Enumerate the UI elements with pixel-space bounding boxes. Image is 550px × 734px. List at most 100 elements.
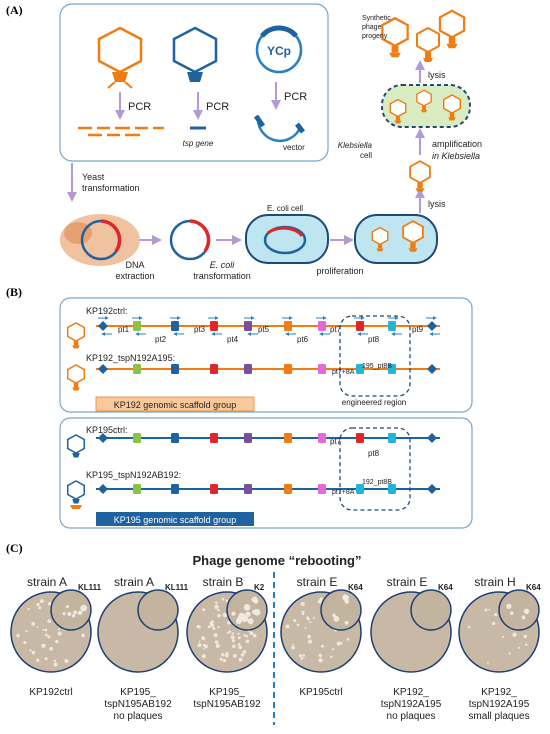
blue-phage-icon bbox=[172, 26, 218, 82]
zoom-inset bbox=[320, 589, 362, 631]
engineered-region-box-1 bbox=[339, 315, 411, 397]
vector-fragment bbox=[253, 114, 305, 143]
genome-junction-marker bbox=[318, 364, 326, 374]
lysis-label-1: lysis bbox=[428, 199, 446, 209]
genome-end-marker bbox=[427, 433, 437, 443]
zoom-inset bbox=[498, 589, 540, 631]
genome-junction-marker bbox=[284, 484, 292, 494]
kp192-pt8b: 195_pt8B bbox=[362, 363, 392, 370]
seg-pt7: pt7 bbox=[330, 325, 342, 334]
genome-junction-marker bbox=[356, 364, 364, 374]
genome-junction-marker bbox=[318, 433, 326, 443]
genome-end-marker bbox=[98, 364, 108, 374]
kp195-tsp-label: KP195_tspN192AB192: bbox=[86, 470, 181, 480]
strain-name: strain E bbox=[387, 575, 428, 589]
genome-junction-marker bbox=[388, 364, 396, 374]
kp192ctrl-phage-icon bbox=[67, 322, 85, 350]
extracted-plasmid bbox=[169, 219, 211, 261]
proliferation-label: proliferation bbox=[316, 266, 363, 276]
ecoli-cell-1 bbox=[245, 214, 329, 264]
genome-junction-marker bbox=[388, 321, 396, 331]
kp192-group-label: KP192 genomic scaffold group bbox=[114, 400, 236, 410]
strain-subscript: KL111 bbox=[78, 583, 102, 592]
genome-junction-marker bbox=[356, 484, 364, 494]
primer-arrows bbox=[98, 316, 440, 336]
strain-subscript: K64 bbox=[438, 583, 453, 592]
tsp-gene-label: tsp gene bbox=[183, 139, 214, 148]
genome-junction-marker bbox=[388, 433, 396, 443]
genome-junction-marker bbox=[318, 484, 326, 494]
genome-maps bbox=[96, 316, 440, 494]
amplification-2: in Klebsiella bbox=[432, 151, 480, 161]
genome-junction-marker bbox=[284, 364, 292, 374]
genome-junction-marker bbox=[133, 433, 141, 443]
kp192-pt7-8a: pt7+8A bbox=[332, 369, 355, 376]
seg-pt1: pt1 bbox=[118, 325, 130, 334]
kp195-pt8: pt8 bbox=[368, 449, 380, 458]
strain-name: strain H bbox=[474, 575, 515, 589]
genome-junction-marker bbox=[244, 433, 252, 443]
kp195-pt7-8a: pt7+8A bbox=[332, 489, 355, 496]
plate-caption: KP192ctrl bbox=[29, 687, 72, 698]
strain-name: strain A bbox=[27, 575, 67, 589]
kp192ctrl-segment-labels: pt1 pt2 pt3 pt4 pt5 pt6 pt7 pt8 pt9 bbox=[118, 325, 424, 344]
pcr-label-3: PCR bbox=[284, 91, 307, 103]
kp195-tsp-phage-icon bbox=[67, 480, 85, 509]
strain-name: strain B bbox=[203, 575, 244, 589]
plate-caption: KP192_ bbox=[393, 687, 429, 698]
pcr-label-1: PCR bbox=[128, 101, 151, 113]
klebsiella-cell bbox=[381, 84, 471, 128]
progeny-3: progeny bbox=[362, 33, 388, 40]
plate-caption: KP195_ bbox=[120, 687, 156, 698]
kp192-group-badge bbox=[95, 396, 255, 412]
panel-a-label: (A) bbox=[6, 3, 23, 17]
zoom-inset bbox=[137, 589, 179, 631]
genome-end-marker bbox=[427, 321, 437, 331]
engineered-region-box-2 bbox=[339, 427, 411, 511]
dna-extraction-2: extraction bbox=[115, 271, 154, 281]
plate-caption: KP192_ bbox=[481, 687, 517, 698]
ycp-label: YCp bbox=[267, 44, 291, 58]
kp192-tsp-phage-icon bbox=[67, 364, 85, 392]
klebsiella-label-1: Klebsiella bbox=[338, 141, 373, 150]
yeast-cell bbox=[60, 214, 140, 266]
strain-name: strain A bbox=[114, 575, 154, 589]
zoom-inset bbox=[410, 589, 452, 631]
engineered-region-label: engineered region bbox=[342, 398, 407, 407]
genome-junction-marker bbox=[171, 321, 179, 331]
genome-junction-marker bbox=[133, 484, 141, 494]
genome-junction-marker bbox=[210, 484, 218, 494]
ecoli-transformation-1: E. coli bbox=[210, 260, 236, 270]
seg-pt4: pt4 bbox=[227, 335, 239, 344]
genome-junction-marker bbox=[171, 433, 179, 443]
genome-row-3 bbox=[96, 484, 440, 494]
seg-pt6: pt6 bbox=[297, 335, 309, 344]
pcr-box bbox=[59, 3, 329, 162]
ecoli-cell-2 bbox=[354, 214, 438, 264]
kp192ctrl-label: KP192ctrl: bbox=[86, 306, 128, 316]
seg-pt5: pt5 bbox=[258, 325, 270, 334]
genome-junction-marker bbox=[244, 484, 252, 494]
strain-subscript: K64 bbox=[348, 583, 363, 592]
strain-subscript: K2 bbox=[254, 583, 265, 592]
panel-c-label: (C) bbox=[6, 541, 23, 555]
genome-junction-marker bbox=[133, 321, 141, 331]
plate-caption: no plaques bbox=[387, 711, 436, 722]
genome-junction-marker bbox=[133, 364, 141, 374]
plate-caption: small plaques bbox=[468, 711, 529, 722]
kp192-tsp-label: KP192_tspN192A195: bbox=[86, 353, 175, 363]
plate-caption: KP195_ bbox=[209, 687, 245, 698]
genome-row-1 bbox=[96, 364, 440, 374]
yeast-label-2: transformation bbox=[82, 183, 140, 193]
synthetic-progeny bbox=[381, 9, 466, 63]
amplification-1: amplification bbox=[432, 139, 482, 149]
strain-subscript: K64 bbox=[526, 583, 541, 592]
genome-junction-marker bbox=[388, 484, 396, 494]
strain-name: strain E bbox=[297, 575, 338, 589]
rebooting-title: Phage genome “rebooting” bbox=[192, 553, 361, 568]
lysis-label-2: lysis bbox=[428, 70, 446, 80]
